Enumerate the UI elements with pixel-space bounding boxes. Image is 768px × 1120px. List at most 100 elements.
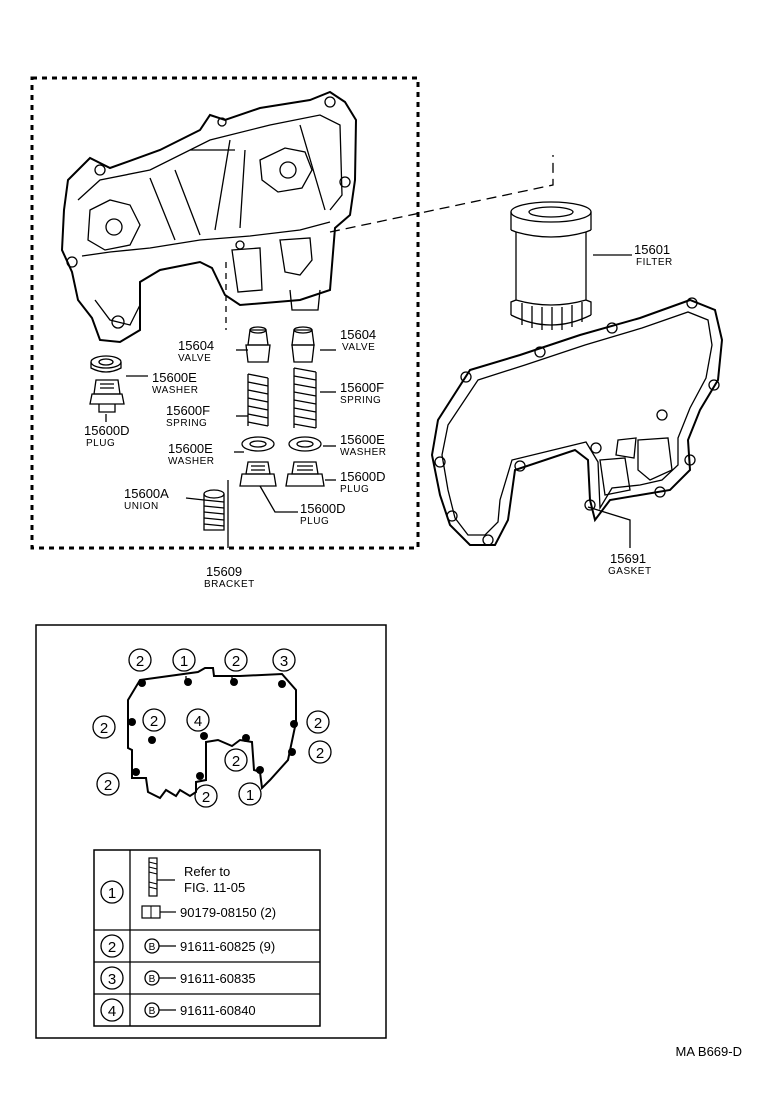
bolt-dots xyxy=(128,678,298,780)
svg-text:2: 2 xyxy=(232,753,240,770)
part-number-text: 91611-60835 xyxy=(180,971,256,986)
valve-right-drawing xyxy=(291,326,315,363)
fig-ref-text: FIG. 11-05 xyxy=(184,880,245,895)
part-number: 15600F xyxy=(166,403,210,418)
part-number: 15600A xyxy=(124,486,169,501)
filter-drawing xyxy=(510,201,592,330)
part-number-text: 90179-08150 (2) xyxy=(180,905,276,920)
part-name: UNION xyxy=(124,501,159,512)
marker-inner-2: 4 xyxy=(186,708,210,732)
part-name: PLUG xyxy=(300,516,329,527)
svg-text:2: 2 xyxy=(108,939,116,956)
marker-inner-3: 2 xyxy=(224,748,248,772)
marker-right-1: 2 xyxy=(306,710,330,734)
marker-top-3: 2 xyxy=(224,648,248,672)
label-plug-bottom: 15600D PLUG xyxy=(300,501,346,527)
washer-top-left-drawing xyxy=(90,355,122,373)
part-number: 15600E xyxy=(340,432,385,447)
marker-top-4: 3 xyxy=(272,648,296,672)
part-name: WASHER xyxy=(152,385,199,396)
svg-text:B: B xyxy=(149,1006,156,1017)
part-number-text: 91611-60840 xyxy=(180,1003,256,1018)
part-name: WASHER xyxy=(168,456,215,467)
label-plug-right: 15600D PLUG xyxy=(340,469,386,495)
bracket-housing-drawing xyxy=(60,90,358,344)
nut-icon xyxy=(141,905,176,919)
part-name: SPRING xyxy=(340,395,381,406)
part-number: 15600E xyxy=(152,370,197,385)
svg-text:B: B xyxy=(149,942,156,953)
marker-bottom-3: 1 xyxy=(238,782,262,806)
part-number: 15604 xyxy=(340,327,376,342)
part-number: 15600F xyxy=(340,380,384,395)
refer-text: Refer to xyxy=(184,864,230,879)
bolt-b-icon: B xyxy=(144,938,176,954)
bolt-b-icon: B xyxy=(144,970,176,986)
table-row-3: 3 B 91611-60835 xyxy=(100,966,256,990)
part-number: 15604 xyxy=(178,338,214,353)
part-name: PLUG xyxy=(86,438,115,449)
plug-bottom-left-drawing xyxy=(239,461,277,487)
marker-top-2: 1 xyxy=(172,648,196,672)
label-valve-left: 15604 VALVE xyxy=(178,338,214,364)
part-name: BRACKET xyxy=(204,579,255,590)
part-name: PLUG xyxy=(340,484,369,495)
svg-text:4: 4 xyxy=(108,1003,116,1020)
part-number: 15600D xyxy=(300,501,346,516)
footer-code: MA B669-D xyxy=(676,1044,742,1059)
part-number: 15601 xyxy=(634,242,670,257)
label-valve-right: 15604 VALVE xyxy=(340,327,376,353)
part-name: FILTER xyxy=(636,257,673,268)
svg-text:1: 1 xyxy=(246,787,254,804)
part-number: 15600D xyxy=(84,423,130,438)
table-row-2: 2 B 91611-60825 (9) xyxy=(100,934,275,958)
marker-top-1: 2 xyxy=(128,648,152,672)
label-spring-left: 15600F SPRING xyxy=(166,403,210,429)
marker-bottom-1: 2 xyxy=(194,784,218,808)
svg-text:2: 2 xyxy=(150,713,158,730)
union-drawing xyxy=(203,489,225,531)
label-gasket: 15691 GASKET xyxy=(608,551,652,577)
svg-text:3: 3 xyxy=(280,653,288,670)
bolt-pattern-outline xyxy=(127,667,297,800)
label-washer-left: 15600E WASHER xyxy=(168,441,215,467)
part-name: SPRING xyxy=(166,418,207,429)
plug-top-left-drawing xyxy=(89,379,125,413)
marker-inner-1: 2 xyxy=(142,708,166,732)
filter-mount-leader xyxy=(329,155,554,233)
svg-text:2: 2 xyxy=(202,789,210,806)
part-name: WASHER xyxy=(340,447,387,458)
stud-bolt-icon xyxy=(148,857,175,897)
label-washer-right: 15600E WASHER xyxy=(340,432,387,458)
part-name: GASKET xyxy=(608,566,652,577)
marker-left-2: 2 xyxy=(96,772,120,796)
svg-text:4: 4 xyxy=(194,713,202,730)
table-row-1: 1 Refer to FIG. 11-05 90179-08150 (2) xyxy=(100,857,276,920)
svg-text:1: 1 xyxy=(180,653,188,670)
table-row-4: 4 B 91611-60840 xyxy=(100,998,256,1022)
svg-text:3: 3 xyxy=(108,971,116,988)
svg-text:2: 2 xyxy=(232,653,240,670)
bolt-b-icon: B xyxy=(144,1002,176,1018)
spring-right-drawing xyxy=(293,367,317,429)
label-plug-top-left: 15600D PLUG xyxy=(84,423,130,449)
gasket-drawing xyxy=(430,297,724,546)
part-number: 15609 xyxy=(206,564,242,579)
svg-text:1: 1 xyxy=(108,885,116,902)
marker-left-1: 2 xyxy=(92,715,116,739)
svg-text:B: B xyxy=(149,974,156,985)
plug-right-drawing xyxy=(285,461,325,487)
label-spring-right: 15600F SPRING xyxy=(340,380,384,406)
bolt-location-panel xyxy=(35,624,387,1039)
part-number: 15600D xyxy=(340,469,386,484)
part-number-text: 91611-60825 (9) xyxy=(180,939,275,954)
svg-text:2: 2 xyxy=(104,777,112,794)
washer-right-drawing xyxy=(288,436,322,452)
part-number: 15691 xyxy=(610,551,646,566)
spring-left-drawing xyxy=(247,373,269,427)
svg-text:2: 2 xyxy=(316,745,324,762)
marker-right-2: 2 xyxy=(308,740,332,764)
part-name: VALVE xyxy=(178,353,211,364)
part-number: 15600E xyxy=(168,441,213,456)
